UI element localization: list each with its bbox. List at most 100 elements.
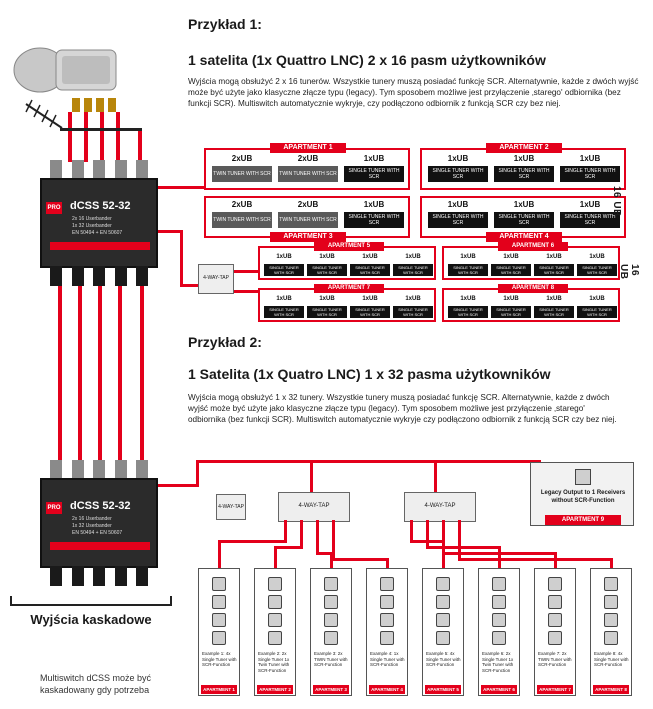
- wall-socket-icon: [324, 577, 338, 591]
- tuner-box: SINGLE TUNER WITH SCR: [264, 264, 304, 276]
- brand-badge: PRO: [46, 202, 62, 214]
- apartment-label: APARTMENT 5: [314, 242, 384, 251]
- ub-count: 1xUB: [276, 296, 292, 302]
- wall-socket-icon: [548, 613, 562, 627]
- tap-label: 4-WAY-TAP: [218, 504, 244, 510]
- tuner-box: SINGLE TUNER WITH SCR: [448, 264, 488, 276]
- legacy-apartment: APARTMENT 9: [545, 515, 621, 525]
- card-apartment-label: APARTMENT 2: [257, 685, 293, 694]
- ub-count: 1xUB: [513, 154, 535, 163]
- card-example-text: Example 6: 2x Single Tuner 1x Twin Tuner…: [482, 651, 514, 673]
- ub-count: 1xUB: [319, 254, 335, 260]
- lnb-icon: [10, 40, 130, 100]
- wall-socket-icon: [268, 595, 282, 609]
- apartment-label: APARTMENT 8: [498, 284, 568, 293]
- tap-right-ex2: 4-WAY-TAP: [404, 492, 476, 522]
- example1-title: 1 satelita (1x Quattro LNC) 2 x 16 pasm …: [188, 52, 546, 68]
- ub-count: 1xUB: [363, 154, 385, 163]
- multiswitch-2: PRO dCSS 52-32 2x 16 Userbander 1x 32 Us…: [40, 460, 158, 586]
- wall-socket-icon: [268, 577, 282, 591]
- example2-paragraph: Wyjścia mogą obsłużyć 1 x 32 tunery. Wsz…: [188, 393, 617, 424]
- tuner-box: SINGLE TUNER WITH SCR: [428, 166, 488, 182]
- apartment-label: APARTMENT 6: [498, 242, 568, 251]
- wall-socket-icon: [492, 595, 506, 609]
- card-apartment-label: APARTMENT 7: [537, 685, 573, 694]
- ub-count: 1xUB: [405, 254, 421, 260]
- ub-count: 1xUB: [503, 296, 519, 302]
- ub-count: 1xUB: [276, 254, 292, 260]
- card-apartment-label: APARTMENT 1: [201, 685, 237, 694]
- ub-count: 1xUB: [503, 254, 519, 260]
- tuner-box: SINGLE TUNER WITH SCR: [344, 166, 404, 182]
- tuner-box: SINGLE TUNER WITH SCR: [491, 306, 531, 318]
- tuner-box: SINGLE TUNER WITH SCR: [494, 166, 554, 182]
- side-label-1: 16 UB: [611, 186, 622, 217]
- ub-count: 1xUB: [362, 254, 378, 260]
- apartment-card-2: Example 2: 2x Single Tuner 1x Twin Tuner…: [254, 568, 296, 696]
- wall-socket-icon: [380, 577, 394, 591]
- cascade-bracket: [10, 596, 172, 606]
- example2-title: 1 Satelita (1x Quatro LNC) 1 x 32 pasma …: [188, 366, 551, 382]
- apartment-label: APARTMENT 4: [486, 232, 562, 242]
- tuner-box: TWIN TUNER WITH SCR: [212, 166, 272, 182]
- legacy-text: Legacy Output to 1 Receivers without SCR…: [540, 490, 626, 504]
- ub-count: 1xUB: [319, 296, 335, 302]
- ub-count: 1xUB: [405, 296, 421, 302]
- ub-count: 1xUB: [513, 200, 535, 209]
- wall-socket-icon: [212, 595, 226, 609]
- wall-socket-icon: [492, 631, 506, 645]
- apartment-small-1: APARTMENT 5 1xUB SINGLE TUNER WITH SCR 1xUB…: [258, 242, 436, 280]
- apartment-card-1: Example 1: 4x Single Tuner with SCR-Func…: [198, 568, 240, 696]
- device-spec-3: EN 50494 + EN 50607: [72, 530, 123, 536]
- apartment-label: APARTMENT 2: [486, 143, 562, 153]
- receiver-socket-icon: [575, 469, 591, 485]
- terrestrial-antenna-icon: [22, 98, 66, 138]
- tuner-box: SINGLE TUNER WITH SCR: [393, 264, 433, 276]
- card-apartment-label: APARTMENT 8: [593, 685, 629, 694]
- ub-count: 1xUB: [362, 296, 378, 302]
- wall-socket-icon: [436, 577, 450, 591]
- ub-count: 1xUB: [546, 254, 562, 260]
- apartment-card-8: Example 8: 4x Single Tuner with SCR-Func…: [590, 568, 632, 696]
- wall-socket-icon: [604, 613, 618, 627]
- wall-socket-icon: [604, 595, 618, 609]
- tuner-box: SINGLE TUNER WITH SCR: [560, 166, 620, 182]
- apartment-small-4: APARTMENT 8 1xUB SINGLE TUNER WITH SCR 1xUB…: [442, 284, 620, 322]
- apartment-small-2: APARTMENT 6 1xUB SINGLE TUNER WITH SCR 1xUB…: [442, 242, 620, 280]
- tuner-box: SINGLE TUNER WITH SCR: [534, 306, 574, 318]
- tuner-box: SINGLE TUNER WITH SCR: [307, 306, 347, 318]
- tap-label: 4-WAY-TAP: [298, 503, 330, 509]
- card-example-text: Example 4: 1x Single Tuner with SCR-Func…: [370, 651, 405, 667]
- card-example-text: Example 5: 4x Single Tuner with SCR-Func…: [426, 651, 461, 667]
- wall-socket-icon: [492, 577, 506, 591]
- card-example-text: Example 8: 4x Single Tuner with SCR-Func…: [594, 651, 629, 667]
- lnb-connectors: [70, 98, 120, 114]
- ub-count: 1xUB: [460, 254, 476, 260]
- wall-socket-icon: [436, 613, 450, 627]
- tap-left-ex2: 4-WAY-TAP: [278, 492, 350, 522]
- tuner-box: SINGLE TUNER WITH SCR: [448, 306, 488, 318]
- cascade-label: Wyjścia kaskadowe: [30, 612, 152, 627]
- cascade-note: Multiswitch dCSS może być kaskadowany gd…: [40, 673, 152, 695]
- wall-socket-icon: [324, 613, 338, 627]
- tuner-box: SINGLE TUNER WITH SCR: [534, 264, 574, 276]
- wall-socket-icon: [380, 613, 394, 627]
- example1-paragraph: Wyjścia mogą obsłużyć 2 x 16 tunerów. Ws…: [188, 77, 639, 108]
- ub-count: 1xUB: [447, 154, 469, 163]
- wall-socket-icon: [212, 613, 226, 627]
- tuner-box: SINGLE TUNER WITH SCR: [577, 306, 617, 318]
- card-example-text: Example 7: 2x TWIN Tuner with SCR-Functi…: [538, 651, 572, 667]
- ub-count: 1xUB: [546, 296, 562, 302]
- apartment-card-6: Example 6: 2x Single Tuner 1x Twin Tuner…: [478, 568, 520, 696]
- ub-count: 1xUB: [447, 200, 469, 209]
- apartment-card-7: Example 7: 2x TWIN Tuner with SCR-Functi…: [534, 568, 576, 696]
- card-apartment-label: APARTMENT 3: [313, 685, 349, 694]
- ub-count: 1xUB: [589, 296, 605, 302]
- tuner-box: TWIN TUNER WITH SCR: [278, 166, 338, 182]
- tuner-box: SINGLE TUNER WITH SCR: [350, 306, 390, 318]
- device-model: dCSS 52-32: [70, 500, 131, 512]
